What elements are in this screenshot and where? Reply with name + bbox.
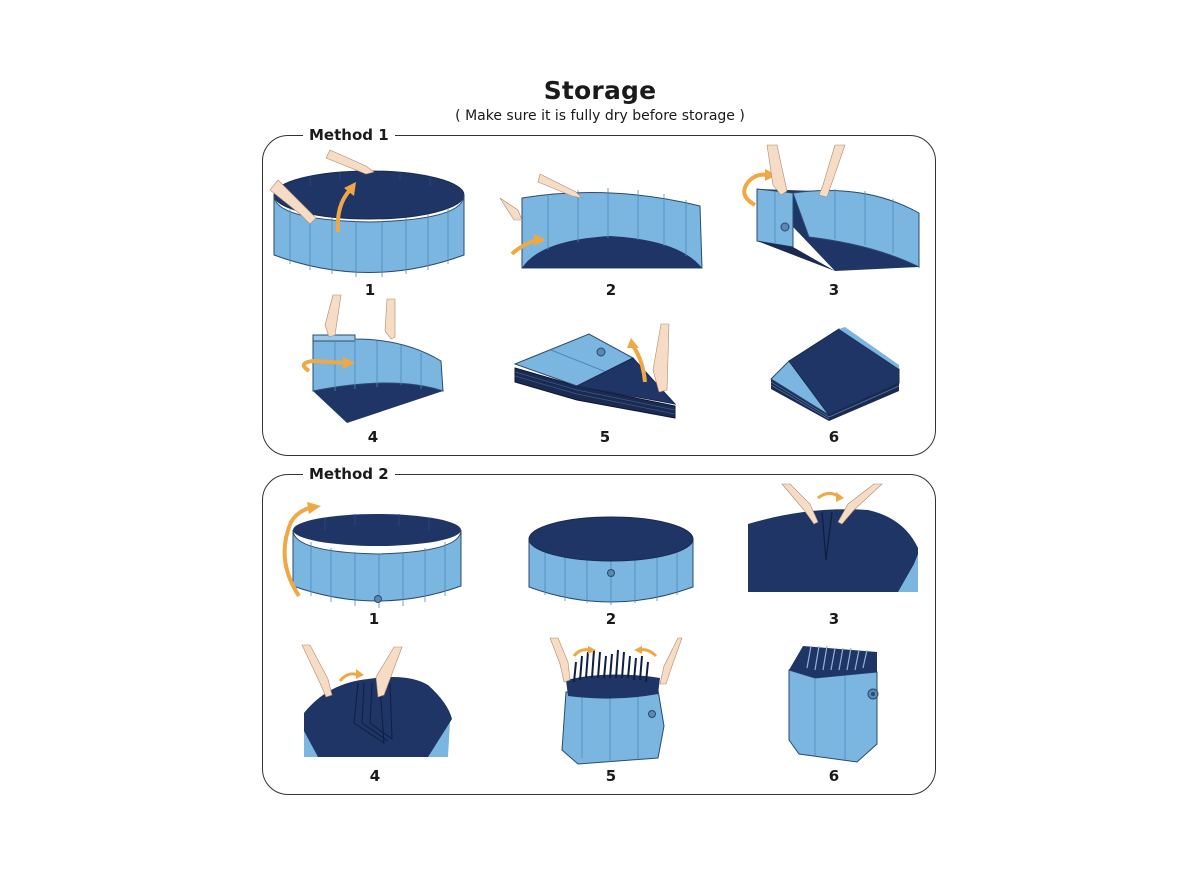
method-2-step-1-number: 1 <box>368 610 380 628</box>
method-2-step-2-number: 2 <box>605 610 617 628</box>
method-2-label: Method 2 <box>303 464 395 484</box>
method-2-step-3-number: 3 <box>828 610 840 628</box>
method-1-step-2-number: 2 <box>605 281 617 299</box>
method-2-panel: Method 2 <box>262 464 936 795</box>
page-subtitle: ( Make sure it is fully dry before stora… <box>455 108 745 124</box>
method-1-step-3-number: 3 <box>828 281 840 299</box>
method-2-step-5-number: 5 <box>605 767 617 785</box>
method-1-label: Method 1 <box>303 125 395 145</box>
page-title: Storage <box>543 76 657 105</box>
method-1-step-5-number: 5 <box>599 428 611 446</box>
method-1-step-6-number: 6 <box>828 428 840 446</box>
method-2-step-6-number: 6 <box>828 767 840 785</box>
method-2-step-4-number: 4 <box>369 767 381 785</box>
method-1-panel: Method 1 <box>262 125 936 456</box>
method-1-step-1-number: 1 <box>364 281 376 299</box>
method-1-step-4-number: 4 <box>367 428 379 446</box>
